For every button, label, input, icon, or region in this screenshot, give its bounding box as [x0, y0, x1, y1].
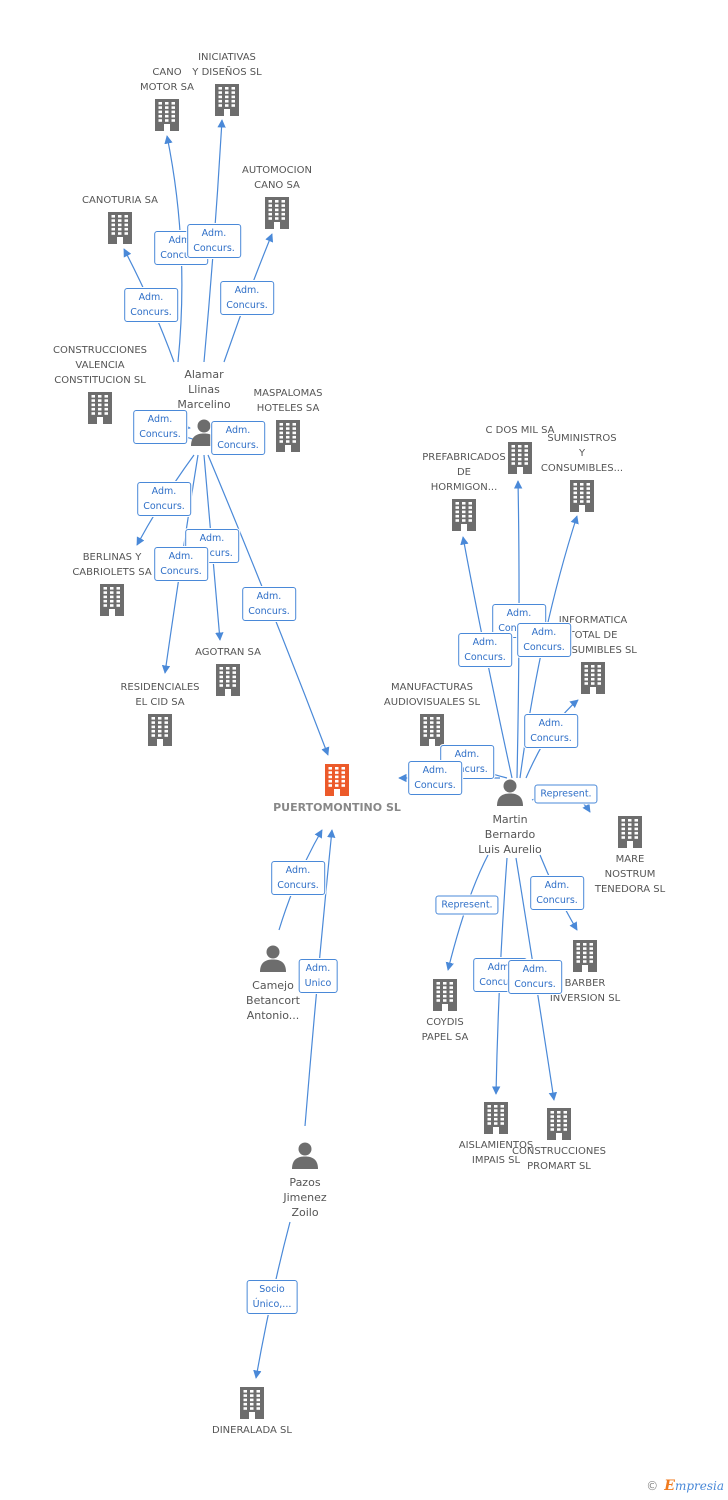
- node-berlinas[interactable]: [97, 583, 127, 621]
- person-icon: [191, 419, 217, 446]
- node-dineralada[interactable]: [237, 1386, 267, 1424]
- building-icon: [618, 816, 642, 848]
- edge-label-martin-puertomontino[interactable]: Adm. Concurs.: [408, 761, 462, 795]
- edge-label-alamar-iniciativas[interactable]: Adm. Concurs.: [187, 224, 241, 258]
- edge-label-alamar-construcciones_valencia[interactable]: Adm. Concurs.: [133, 410, 187, 444]
- building-icon: [420, 714, 444, 746]
- building-icon: [573, 940, 597, 972]
- node-label-alamar[interactable]: Alamar Llinas Marcelino: [177, 368, 231, 411]
- node-iniciativas[interactable]: [212, 83, 242, 121]
- node-label-aislamientos[interactable]: AISLAMIENTOS IMPAIS SL: [458, 1140, 534, 1166]
- building-icon: [581, 662, 605, 694]
- node-label-agotran[interactable]: AGOTRAN SA: [195, 647, 261, 658]
- edge-label-martin-mare_nostrum[interactable]: Represent.: [534, 784, 598, 804]
- node-label-puertomontino[interactable]: PUERTOMONTINO SL: [273, 801, 401, 814]
- edge-label-alamar-maspalomas[interactable]: Adm. Concurs.: [211, 421, 265, 455]
- building-icon: [433, 979, 457, 1011]
- building-icon: [216, 664, 240, 696]
- edge-label-martin-suministros[interactable]: Adm. Concurs.: [517, 623, 571, 657]
- node-label-construcciones_valencia[interactable]: CONSTRUCCIONES VALENCIA CONSTITUCION SL: [53, 345, 147, 386]
- node-label-residenciales[interactable]: RESIDENCIALES EL CID SA: [120, 682, 200, 708]
- edge-label-pazos-dineralada[interactable]: Socio Único,...: [246, 1280, 298, 1314]
- building-icon: [215, 84, 239, 116]
- node-label-construcciones_promart[interactable]: CONSTRUCCIONES PROMART SL: [512, 1146, 606, 1172]
- building-icon: [484, 1102, 508, 1134]
- node-label-coydis[interactable]: COYDIS PAPEL SA: [421, 1017, 469, 1043]
- node-label-mare_nostrum[interactable]: MARE NOSTRUM TENEDORA SL: [594, 854, 666, 895]
- building-icon: [276, 420, 300, 452]
- edge-label-alamar-automocion[interactable]: Adm. Concurs.: [220, 281, 274, 315]
- node-label-dineralada[interactable]: DINERALADA SL: [212, 1425, 292, 1436]
- node-maspalomas[interactable]: [273, 419, 303, 457]
- node-suministros[interactable]: [567, 479, 597, 517]
- node-manufacturas[interactable]: [417, 713, 447, 751]
- node-cano_motor[interactable]: [152, 98, 182, 136]
- edge-label-martin-prefabricados[interactable]: Adm. Concurs.: [458, 633, 512, 667]
- building-icon: [100, 584, 124, 616]
- node-camejo[interactable]: [258, 943, 288, 977]
- node-label-cano_motor[interactable]: CANO MOTOR SA: [140, 67, 194, 93]
- node-mare_nostrum[interactable]: [615, 815, 645, 853]
- node-label-informatica[interactable]: INFORMATICA TOTAL DE CONSUMIBLES SL: [549, 615, 637, 656]
- person-icon: [260, 945, 286, 972]
- node-aislamientos[interactable]: [481, 1101, 511, 1139]
- brand-initial: E: [664, 1478, 675, 1494]
- edge-label-martin-coydis[interactable]: Represent.: [435, 895, 499, 915]
- edge-label-martin-construcciones_promart[interactable]: Adm. Concurs.: [508, 960, 562, 994]
- node-label-suministros[interactable]: SUMINISTROS Y CONSUMIBLES...: [540, 433, 624, 474]
- node-pazos[interactable]: [290, 1140, 320, 1174]
- node-label-berlinas[interactable]: BERLINAS Y CABRIOLETS SA: [72, 552, 152, 578]
- node-label-canoturia[interactable]: CANOTURIA SA: [82, 195, 158, 206]
- node-label-iniciativas[interactable]: INICIATIVAS Y DISEÑOS SL: [192, 52, 262, 78]
- node-construcciones_valencia[interactable]: [85, 391, 115, 429]
- node-label-camejo[interactable]: Camejo Betancort Antonio...: [246, 979, 300, 1022]
- node-agotran[interactable]: [213, 663, 243, 701]
- building-icon: [570, 480, 594, 512]
- building-icon: [148, 714, 172, 746]
- node-cdos_mil[interactable]: [505, 441, 535, 479]
- node-label-martin[interactable]: Martin Bernardo Luis Aurelio: [478, 813, 542, 856]
- node-prefabricados[interactable]: [449, 498, 479, 536]
- edge-label-martin-barber[interactable]: Adm. Concurs.: [530, 876, 584, 910]
- edge-label-alamar-residenciales[interactable]: Adm. Concurs.: [154, 547, 208, 581]
- node-construcciones_promart[interactable]: [544, 1107, 574, 1145]
- building-icon: [265, 197, 289, 229]
- node-puertomontino[interactable]: [322, 763, 352, 801]
- building-icon: [452, 499, 476, 531]
- edge-label-alamar-puertomontino[interactable]: Adm. Concurs.: [242, 587, 296, 621]
- building-icon: [508, 442, 532, 474]
- building-icon: [325, 764, 349, 796]
- node-residenciales[interactable]: [145, 713, 175, 751]
- node-alamar[interactable]: [189, 417, 219, 451]
- node-label-manufacturas[interactable]: MANUFACTURAS AUDIOVISUALES SL: [383, 682, 481, 708]
- brand-name: mpresia: [674, 1479, 724, 1493]
- node-label-cdos_mil[interactable]: C DOS MIL SA: [485, 425, 555, 436]
- building-icon: [240, 1387, 264, 1419]
- node-label-prefabricados[interactable]: PREFABRICADOS DE HORMIGON...: [422, 452, 506, 493]
- node-coydis[interactable]: [430, 978, 460, 1016]
- node-informatica[interactable]: [578, 661, 608, 699]
- node-label-barber[interactable]: BARBER INVERSION SL: [549, 978, 621, 1004]
- empresia-watermark[interactable]: © Empresia: [646, 1478, 724, 1494]
- node-label-pazos[interactable]: Pazos Jimenez Zoilo: [283, 1176, 327, 1219]
- edge-label-martin-informatica[interactable]: Adm. Concurs.: [524, 714, 578, 748]
- building-icon: [547, 1108, 571, 1140]
- node-label-maspalomas[interactable]: MASPALOMAS HOTELES SA: [253, 388, 323, 414]
- edge-label-alamar-canoturia[interactable]: Adm. Concurs.: [124, 288, 178, 322]
- copyright-symbol: ©: [646, 1479, 659, 1493]
- node-barber[interactable]: [570, 939, 600, 977]
- building-icon: [155, 99, 179, 131]
- node-label-automocion[interactable]: AUTOMOCION CANO SA: [242, 165, 312, 191]
- edge-label-alamar-berlinas[interactable]: Adm. Concurs.: [137, 482, 191, 516]
- building-icon: [108, 212, 132, 244]
- node-automocion[interactable]: [262, 196, 292, 234]
- building-icon: [88, 392, 112, 424]
- person-icon: [497, 779, 523, 806]
- edge-label-camejo-puertomontino[interactable]: Adm. Concurs.: [271, 861, 325, 895]
- node-martin[interactable]: [495, 777, 525, 811]
- node-canoturia[interactable]: [105, 211, 135, 249]
- person-icon: [292, 1142, 318, 1169]
- edge-label-pazos-puertomontino[interactable]: Adm. Unico: [298, 959, 338, 993]
